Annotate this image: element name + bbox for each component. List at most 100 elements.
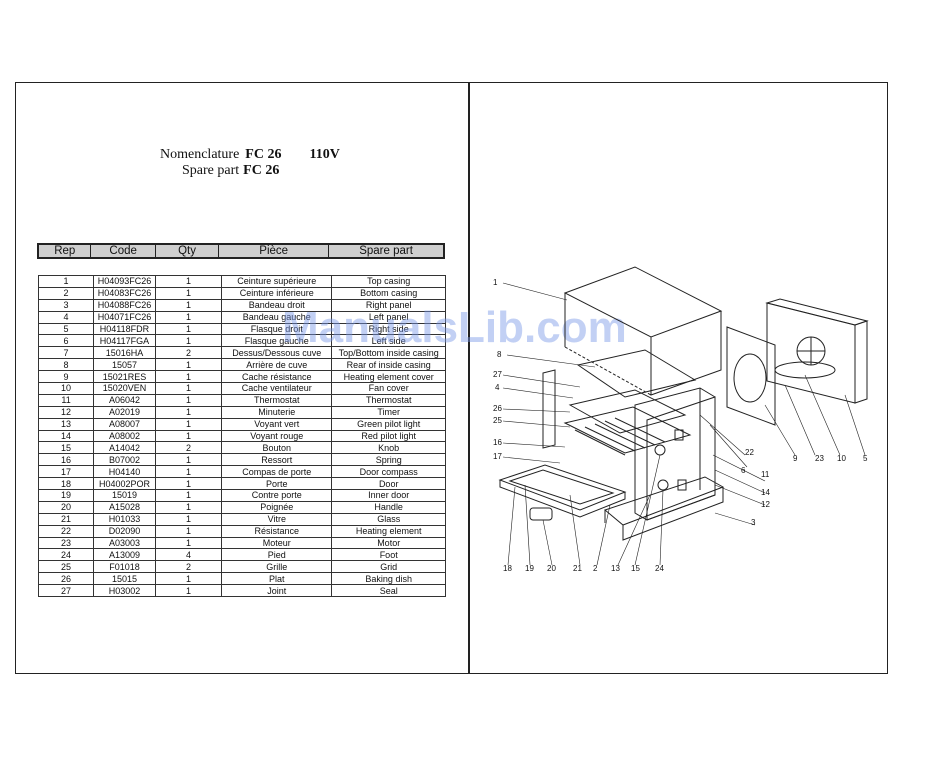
cell-rep: 6: [37, 334, 95, 348]
cell-rep: 13: [37, 417, 95, 431]
cell-piece: Joint: [221, 584, 333, 598]
cell-qty: 1: [154, 536, 223, 550]
cell-qty: 2: [154, 441, 223, 455]
cell-rep: 17: [37, 465, 95, 479]
cell-code: A08002: [93, 429, 156, 443]
cell-rep: 23: [37, 536, 95, 550]
cell-code: H04093FC26: [93, 275, 156, 288]
cell-qty: 1: [154, 584, 223, 598]
cell-rep: 27: [37, 584, 95, 598]
cell-code: 15015: [93, 572, 156, 586]
cell-spare-part: Motor: [331, 536, 446, 550]
cell-spare-part: Left side: [331, 334, 446, 348]
cell-code: A02019: [93, 405, 156, 419]
cell-qty: 1: [154, 489, 223, 502]
cell-piece: Plat: [221, 572, 333, 586]
cell-rep: 4: [37, 310, 95, 324]
callout-number: 21: [573, 564, 582, 573]
cell-code: H04118FDR: [93, 322, 156, 336]
cell-spare-part: Thermostat: [331, 393, 446, 407]
header-spare-part: Spare part: [329, 245, 443, 257]
callout-number: 12: [761, 500, 770, 509]
cell-rep: 24: [37, 548, 95, 562]
callout-number: 4: [495, 383, 500, 392]
cell-spare-part: Seal: [331, 584, 446, 598]
cell-rep: 9: [37, 370, 95, 384]
left-panel-drawing: [542, 369, 556, 449]
callout-number: 11: [761, 470, 770, 479]
cell-spare-part: Grid: [331, 560, 446, 574]
cell-piece: Flasque gauche: [221, 334, 333, 348]
cell-rep: 5: [37, 322, 95, 336]
cell-qty: 1: [154, 429, 223, 443]
cell-spare-part: Green pilot light: [331, 417, 446, 431]
cell-piece: Pied: [221, 548, 333, 562]
cell-piece: Vitre: [221, 512, 333, 526]
header-piece: Pièce: [219, 245, 330, 257]
cell-piece: Ceinture supérieure: [221, 275, 333, 288]
cell-rep: 7: [37, 346, 95, 360]
cell-rep: 18: [37, 477, 95, 491]
cell-qty: 1: [154, 286, 223, 300]
cell-qty: 1: [154, 275, 223, 288]
cell-rep: 21: [37, 512, 95, 526]
cell-spare-part: Handle: [331, 500, 446, 514]
cell-qty: 1: [154, 572, 223, 586]
cell-piece: Bandeau droit: [221, 298, 333, 312]
callout-number: 26: [493, 404, 502, 413]
cell-code: A08007: [93, 417, 156, 431]
cell-spare-part: Baking dish: [331, 572, 446, 586]
subtitle-spare-part: Spare part: [182, 163, 240, 178]
cell-code: H01033: [93, 512, 156, 526]
cell-qty: 1: [154, 477, 223, 491]
document-frame: [15, 82, 888, 674]
parts-table-header: Rep Code Qty Pièce Spare part: [37, 243, 445, 259]
title-nomenclature: Nomenclature: [160, 147, 240, 162]
cell-qty: 1: [154, 453, 223, 467]
callout-number: 16: [493, 438, 502, 447]
cell-spare-part: Inner door: [331, 489, 446, 502]
cell-spare-part: Right panel: [331, 298, 446, 312]
cell-code: 15016HA: [93, 346, 156, 360]
callout-number: 13: [611, 564, 620, 573]
page-divider: [468, 82, 470, 674]
header-code: Code: [91, 245, 156, 257]
cell-piece: Grille: [221, 560, 333, 574]
callout-number: 15: [631, 564, 640, 573]
cell-qty: 1: [154, 370, 223, 384]
cell-qty: 1: [154, 405, 223, 419]
cell-rep: 19: [37, 489, 95, 502]
cell-code: H04002POR: [93, 477, 156, 491]
callout-number: 25: [493, 416, 502, 425]
cell-piece: Compas de porte: [221, 465, 333, 479]
cell-code: A15028: [93, 500, 156, 514]
cell-spare-part: Bottom casing: [331, 286, 446, 300]
cell-rep: 22: [37, 524, 95, 538]
cell-piece: Bandeau gauche: [221, 310, 333, 324]
callout-number: 20: [547, 564, 556, 573]
cell-piece: Porte: [221, 477, 333, 491]
cell-qty: 1: [154, 417, 223, 431]
cell-rep: 15: [37, 441, 95, 455]
cell-spare-part: Heating element: [331, 524, 446, 538]
cell-spare-part: Door compass: [331, 465, 446, 479]
